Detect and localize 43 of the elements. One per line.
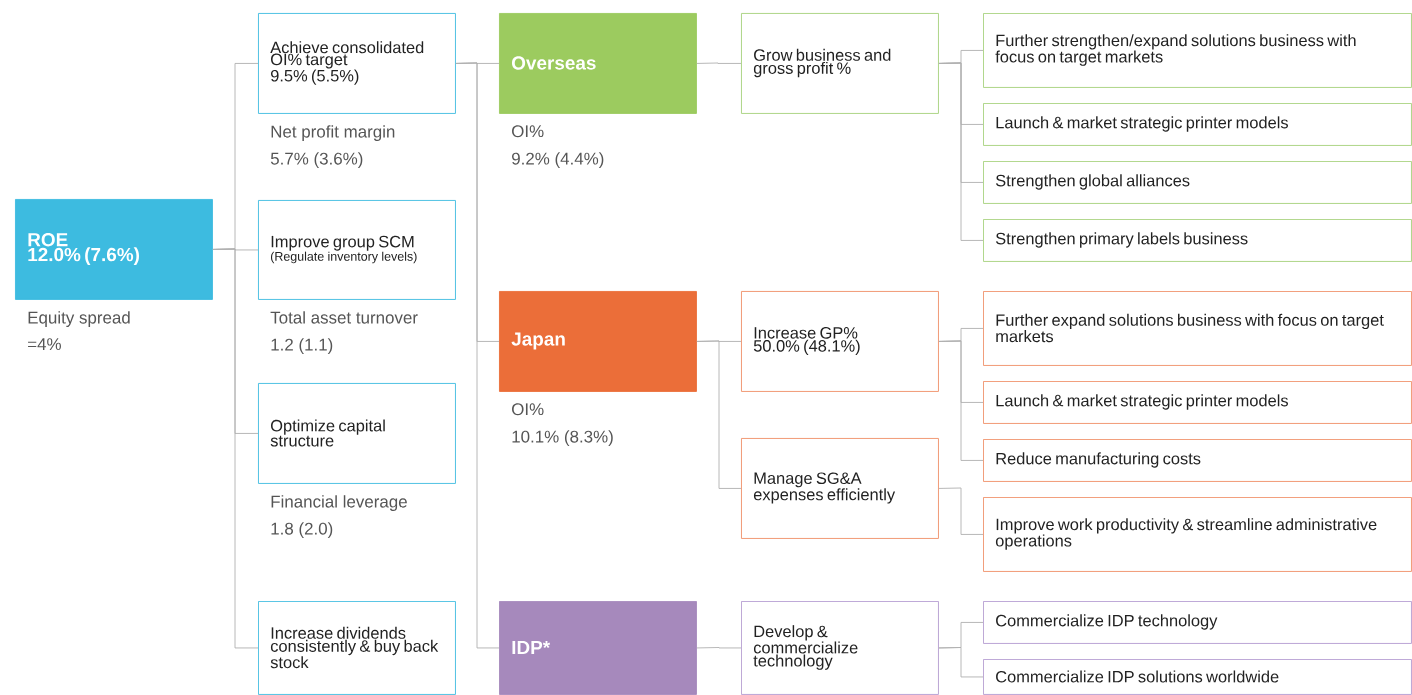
strategy-box: Strengthen global alliances — [983, 161, 1412, 204]
goal-box: Increase dividends consistently & buy back stock — [258, 601, 456, 695]
connector-line — [212, 248, 259, 649]
metric-text: =4% — [28, 338, 61, 351]
strategy-box: Develop & commercialize technology — [741, 601, 939, 695]
strategy-box: Improve work productivity & streamline administrative operations — [983, 497, 1412, 572]
connector-line — [938, 340, 984, 461]
metric-text: Equity spread — [28, 311, 130, 327]
metric-text: Total asset turnover — [270, 311, 418, 324]
strategy-box: Launch & market strategic printer models — [983, 103, 1412, 146]
connector-line — [938, 647, 984, 678]
metric-text: 1.8 (2.0) — [271, 522, 333, 538]
segment-box: IDP* — [499, 601, 697, 695]
connector-line — [938, 62, 984, 241]
connector-line — [455, 62, 500, 649]
strategy-box: Strengthen primary labels business — [983, 219, 1412, 262]
goal-box: Improve group SCM (Regulate inventory levels) — [258, 200, 456, 300]
metric-text: Financial leverage — [271, 495, 407, 511]
metric-text: 5.7% (3.6%) — [270, 152, 363, 168]
strategy-box: Launch & market strategic printer models — [983, 381, 1412, 424]
strategy-box: Manage SG&A expenses efficiently — [741, 438, 939, 539]
segment-box: Overseas — [499, 13, 697, 114]
strategy-box: Further strengthen/expand solutions business with focus on target markets — [983, 13, 1412, 88]
connector-line — [696, 62, 742, 64]
strategy-box: Commercialize IDP solutions worldwide — [983, 659, 1412, 695]
metric-text: OI% — [512, 125, 544, 138]
strategy-box: Increase GP% 50.0% (48.1%) — [741, 291, 939, 392]
strategy-box: Reduce manufacturing costs — [983, 439, 1412, 482]
metric-text: 1.2 (1.1) — [271, 338, 333, 354]
strategy-box: Grow business and gross profit % — [741, 13, 939, 114]
strategy-box: Further expand solutions business with focus on target markets — [983, 291, 1412, 366]
connector-line — [696, 340, 742, 489]
metric-text: Net profit margin — [271, 125, 395, 141]
connector-line — [938, 487, 984, 535]
connector-line — [696, 647, 742, 649]
goal-box: Achieve consolidated OI% target 9.5% (5.5%) — [258, 13, 456, 114]
metric-text: OI% — [512, 403, 544, 416]
metric-text: 9.2% (4.4%) — [512, 152, 604, 168]
strategy-box: Commercialize IDP technology — [983, 601, 1412, 644]
target-box: ROE 12.0% (7.6%) — [15, 199, 213, 300]
goal-box: Optimize capital structure — [258, 383, 456, 484]
segment-box: Japan — [499, 291, 697, 392]
metric-text: 10.1% (8.3%) — [512, 430, 613, 446]
